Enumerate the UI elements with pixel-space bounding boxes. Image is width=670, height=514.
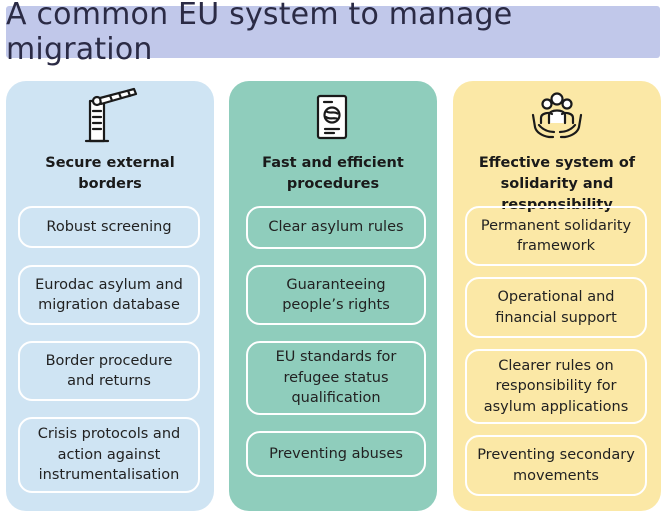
- column-heading: Fast and efficient procedures: [262, 155, 404, 192]
- list-item: Permanent solidarity framework: [465, 206, 647, 266]
- column-solidarity: Effective system of solidarity and respo…: [453, 81, 661, 511]
- list-item: Crisis protocols and action against inst…: [18, 417, 200, 493]
- passport-icon: [229, 87, 437, 145]
- list-item: Robust screening: [18, 206, 200, 248]
- list-item: Eurodac asylum and migration database: [18, 265, 200, 325]
- list-item: Border procedure and returns: [18, 341, 200, 401]
- border-barrier-icon: [6, 87, 214, 145]
- list-item: Preventing abuses: [246, 431, 426, 477]
- list-item: EU standards for refugee status qualific…: [246, 341, 426, 415]
- list-item: Operational and financial support: [465, 277, 647, 338]
- column-secure-borders: Secure external borders Robust screening…: [6, 81, 214, 511]
- people-in-hands-icon: [453, 87, 661, 145]
- list-item: Preventing secondary movements: [465, 435, 647, 496]
- title-banner: A common EU system to manage migration: [6, 0, 660, 67]
- column-fast-procedures: Fast and efficient procedures Clear asyl…: [229, 81, 437, 511]
- page-title: A common EU system to manage migration: [6, 0, 513, 67]
- column-heading: Secure external borders: [45, 155, 175, 192]
- list-item: Clear asylum rules: [246, 206, 426, 249]
- list-item: Clearer rules on responsibility for asyl…: [465, 349, 647, 424]
- column-heading: Effective system of solidarity and respo…: [478, 155, 636, 213]
- list-item: Guaranteeing people’s rights: [246, 265, 426, 325]
